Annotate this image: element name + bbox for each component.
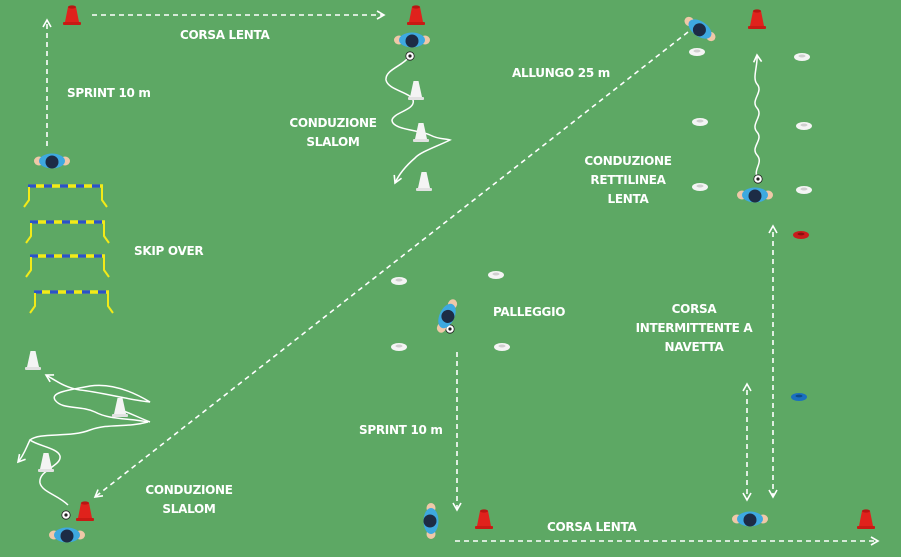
red-cones <box>63 5 875 529</box>
label-line: SLALOM <box>306 135 360 149</box>
label-line: SLALOM <box>162 502 216 516</box>
label-line: CORSA <box>671 302 717 316</box>
label-line: NAVETTA <box>664 340 724 354</box>
label-line: CONDUZIONE <box>584 154 672 168</box>
label-sprint-left: SPRINT 10 m <box>67 86 151 100</box>
label-sprint-mid: SPRINT 10 m <box>359 423 443 437</box>
label-line: LENTA <box>607 192 649 206</box>
label-conduzione-slalom-top: CONDUZIONE SLALOM <box>283 114 383 152</box>
label-palleggio: PALLEGGIO <box>493 305 566 319</box>
label-corsa-lenta-top: CORSA LENTA <box>180 28 270 42</box>
label-conduzione-rettilinea: CONDUZIONE RETTILINEA LENTA <box>578 152 678 209</box>
label-conduzione-slalom-bottom: CONDUZIONE SLALOM <box>139 481 239 519</box>
label-line: CONDUZIONE <box>145 483 233 497</box>
label-corsa-intermittente: CORSA INTERMITTENTE A NAVETTA <box>626 300 762 357</box>
label-allungo: ALLUNGO 25 m <box>512 66 610 80</box>
rettilinea-path <box>752 53 763 179</box>
slalom-top-path <box>385 57 452 185</box>
slalom-bottom-path <box>28 374 151 506</box>
label-line: CONDUZIONE <box>289 116 377 130</box>
label-line: RETTILINEA <box>590 173 666 187</box>
label-line: INTERMITTENTE A <box>635 321 753 335</box>
balls <box>61 51 763 520</box>
label-corsa-lenta-bottom: CORSA LENTA <box>547 520 637 534</box>
label-skip-over: SKIP OVER <box>134 244 204 258</box>
hurdles <box>22 184 115 315</box>
